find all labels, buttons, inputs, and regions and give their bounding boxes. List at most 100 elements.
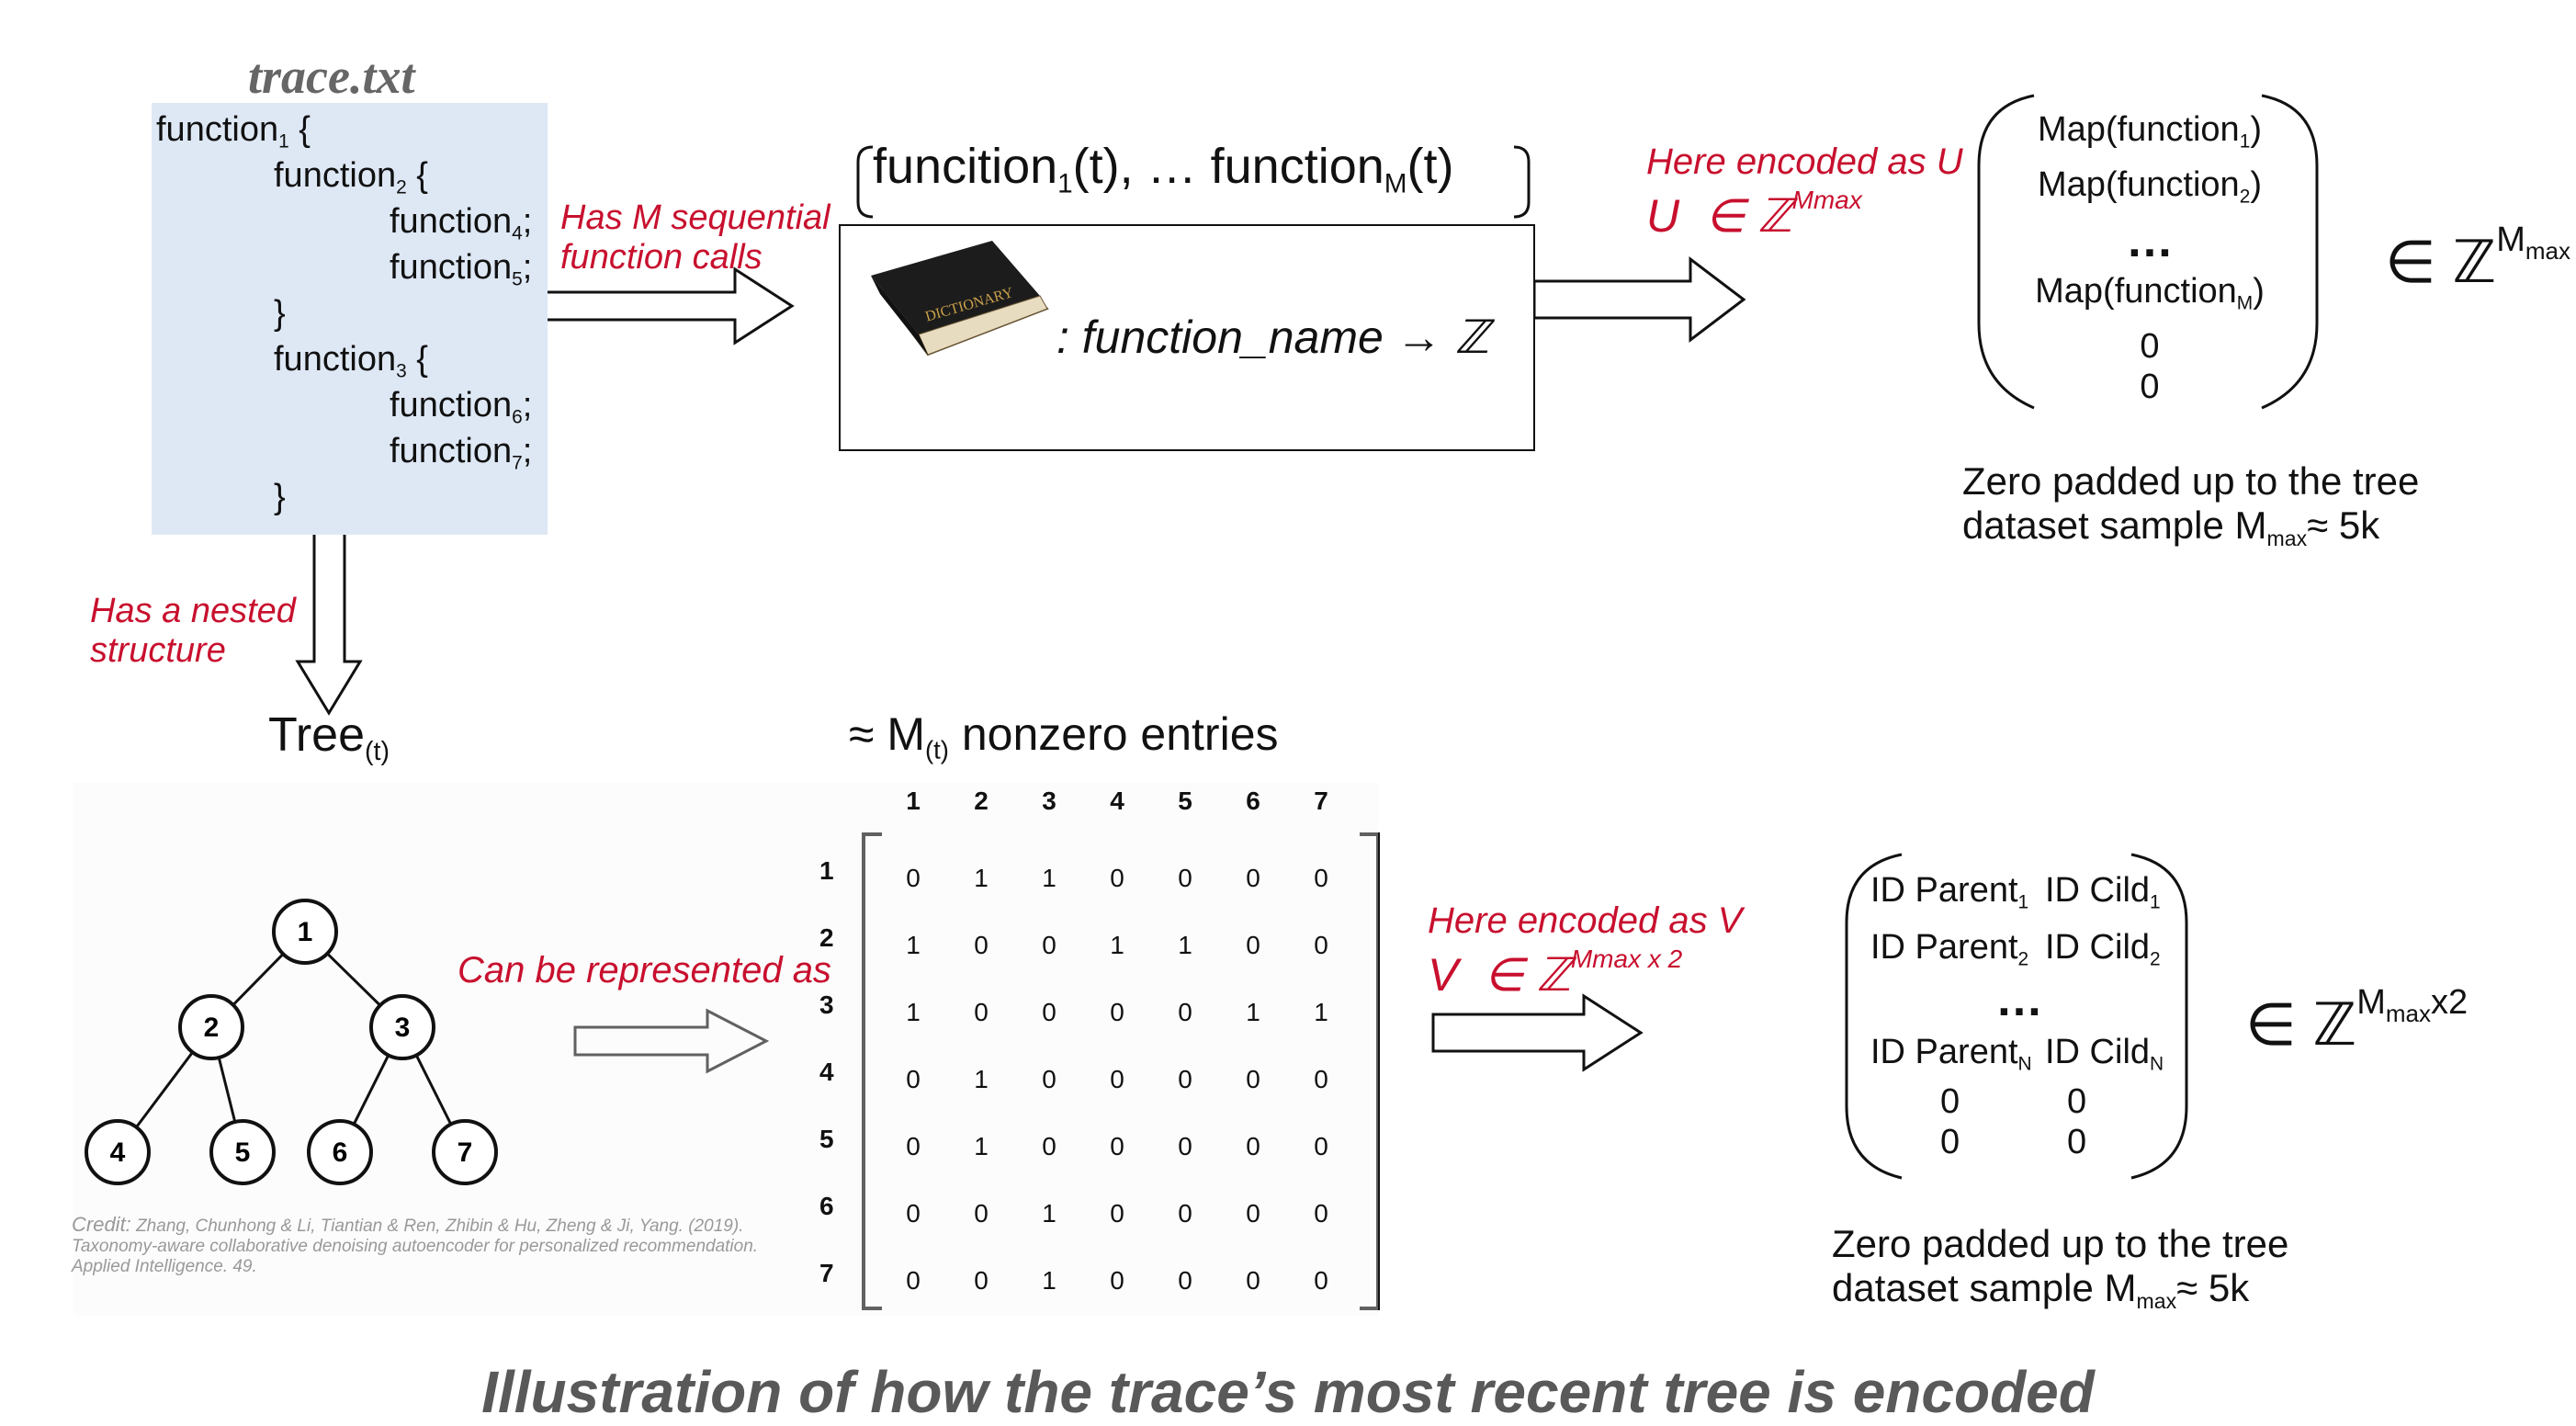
matrix-cell: 0 [1178,1132,1192,1160]
v-parent-text: 0 [1940,1082,1960,1121]
has-nested-label: Has a nested structure [90,592,296,670]
adjacency-left-bracket [862,832,882,1310]
matrix-cell: 0 [1110,864,1124,892]
code-function-name: function [274,340,397,379]
matrix-cell: 0 [1314,1266,1328,1295]
code-function-name: function [390,386,513,424]
has-m-calls-label: Has M sequential function calls [560,198,830,277]
matrix-cell: 0 [1246,864,1260,892]
matrix-cell: 0 [906,1132,921,1160]
v-child-index: N [2150,1053,2164,1075]
trace-code-block [152,103,548,535]
u-vector-left-paren [1977,94,2035,410]
tree-node [178,994,244,1060]
u-entry-text: Map(function [2038,110,2240,149]
code-punct: { [288,110,311,149]
code-function-index: 3 [396,360,407,382]
u-vector-entry: 0 [2021,327,2278,367]
matrix-cell: 0 [1178,1266,1192,1295]
matrix-cell: 0 [1178,998,1192,1026]
matrix-row-header: 2 [819,923,834,952]
sequence-left-brace [856,145,874,219]
arrow-code-to-dictionary [544,266,795,345]
u-entry-index: M [2236,292,2254,314]
matrix-row-header: 7 [819,1259,834,1287]
matrix-cell: 0 [1042,998,1056,1026]
matrix-cell: 1 [1178,931,1192,959]
matrix-cell: 0 [1314,1199,1328,1228]
tree-node-label: 5 [235,1137,251,1168]
u-entry-tail: ) [2250,110,2262,149]
matrix-cell: 0 [906,1199,921,1228]
v-child-entry: 0 [2067,1082,2086,1122]
v-parent-text: 0 [1940,1123,1960,1161]
code-line: } [274,290,286,336]
tree-node [432,1119,498,1185]
matrix-cell: 1 [1314,998,1328,1026]
v-child-entry: ID CildN [2045,1033,2164,1075]
tree-node [369,994,435,1060]
v-child-text: ID Cild [2045,871,2151,910]
code-line: function7; [390,428,532,486]
matrix-row-header: 3 [819,990,834,1019]
v-child-entry: 0 [2067,1123,2086,1162]
tree-node-label: 1 [298,917,313,947]
matrix-cell: 1 [1042,1266,1056,1295]
encoded-v-label: Here encoded as V [1428,900,1743,941]
u-entry-index: 2 [2239,186,2251,208]
code-function-name: function [390,248,513,287]
code-punct: } [274,478,286,516]
tree-node-label: 6 [333,1137,348,1168]
v-parent-index: 1 [2017,891,2029,913]
matrix-col-header: 6 [1246,787,1260,815]
can-be-represented-label: Can be represented as [458,950,831,990]
arrow-dictionary-to-u [1532,255,1746,344]
code-function-index: 1 [278,130,289,153]
matrix-cell: 0 [906,1065,921,1093]
function-sequence: funcition1(t), … functionM(t) [873,139,1454,199]
matrix-cell: 1 [974,864,989,892]
matrix-cell: 1 [906,931,921,959]
matrix-row-header: 5 [819,1125,834,1153]
u-entry-index: 1 [2239,130,2251,153]
v-child-entry: ID Cild1 [2045,871,2161,913]
v-child-index: 2 [2150,948,2161,970]
tree-node-label: 4 [110,1137,126,1168]
matrix-cell: 0 [1314,931,1328,959]
matrix-cell: 0 [1314,1065,1328,1093]
tree-node [85,1119,151,1185]
tree-node [209,1119,276,1185]
matrix-col-header: 3 [1042,787,1056,815]
u-vector-entry: … [2021,213,2278,268]
code-punct: { [406,156,428,195]
adjacency-right-bracket [1360,832,1380,1310]
dictionary-mapping: : function_name → ℤ [1056,311,1489,363]
matrix-cell: 1 [1042,1199,1056,1228]
matrix-cell: 0 [974,1199,989,1228]
matrix-cell: 0 [906,1266,921,1295]
code-line: function3 { [274,336,428,394]
matrix-cell: 0 [1110,1199,1124,1228]
tree-node-label: 7 [458,1137,473,1168]
v-parent-index: N [2017,1053,2032,1075]
u-vector-entry: Map(functionM) [2021,272,2278,314]
u-entry-text: 0 [2140,368,2160,406]
v-parent-entry: ID Parent2 [1870,928,2028,970]
code-function-index: 6 [512,406,523,428]
code-function-index: 5 [512,268,523,290]
v-child-text: 0 [2067,1123,2087,1161]
u-zero-pad-note: Zero padded up to the tree dataset sampl… [1962,459,2420,551]
u-vector-set: ∈ ℤMmax [2385,221,2570,296]
code-function-name: function [390,202,513,241]
arrow-matrix-to-v [1431,993,1644,1072]
matrix-cell: 0 [1246,1065,1260,1093]
figure-caption: Illustration of how the trace’s most rec… [481,1359,2095,1425]
arrow-code-to-tree [295,526,363,716]
matrix-cell: 0 [1110,1132,1124,1160]
matrix-cell: 0 [1110,1065,1124,1093]
v-child-text: ID Cild [2045,1033,2151,1071]
u-entry-tail: ) [2250,165,2262,204]
matrix-title: ≈ M(t) nonzero entries [849,708,1279,764]
v-child-text: 0 [2067,1082,2087,1121]
matrix-cell: 1 [1110,931,1124,959]
